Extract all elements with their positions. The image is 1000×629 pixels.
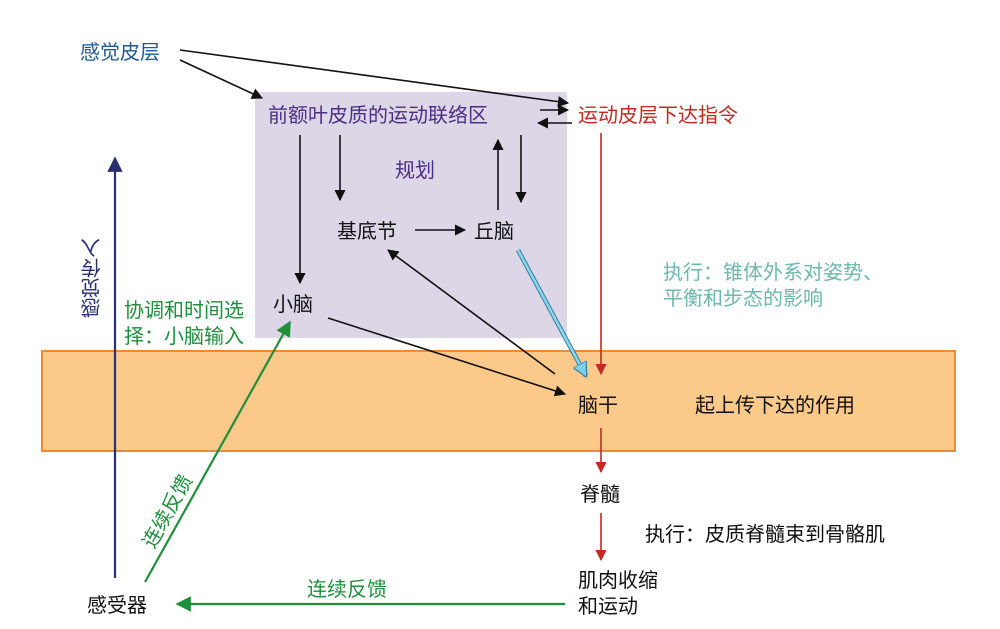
arrow-brainstem-to-basal-ganglia <box>387 249 556 375</box>
basal-ganglia-label: 基底节 <box>337 219 397 243</box>
thalamus-label: 丘脑 <box>474 219 514 243</box>
prefrontal-motor-association-label: 前额叶皮质的运动联络区 <box>268 103 488 127</box>
sensory-cortex-label: 感觉皮层 <box>80 40 160 64</box>
coordination-note-line1: 协调和时间选 <box>124 298 244 322</box>
continuous-feedback-bottom-label: 连续反馈 <box>307 577 387 601</box>
muscle-contraction-label-line2: 和运动 <box>578 594 638 618</box>
brainstem-role-label: 起上传下达的作用 <box>695 393 855 417</box>
arrow-cerebellum-to-brainstem <box>327 317 567 397</box>
brainstem-band <box>41 350 956 452</box>
extrapyramidal-note-line1: 执行：锥体外系对姿势、 <box>663 260 883 284</box>
brainstem-label: 脑干 <box>578 393 618 417</box>
planning-label: 规划 <box>395 158 435 182</box>
arrow-sensory-to-prefrontal <box>179 59 264 99</box>
cerebellum-label: 小脑 <box>273 292 313 316</box>
arrow-thalamus-to-brainstem <box>516 249 586 376</box>
receptor-label: 感受器 <box>87 593 147 617</box>
arrow-receptor-to-cerebellum <box>144 320 291 583</box>
sensory-afferent-label: 感觉传入 <box>80 238 104 318</box>
corticospinal-note: 执行：皮质脊髓束到骨骼肌 <box>645 522 885 546</box>
coordination-note-line2: 择：小脑输入 <box>124 324 244 348</box>
motor-cortex-command-label: 运动皮层下达指令 <box>578 103 738 127</box>
arrow-sensory-to-motor-cortex <box>179 49 570 108</box>
spinal-cord-label: 脊髓 <box>580 482 620 506</box>
planning-region <box>255 92 567 338</box>
muscle-contraction-label-line1: 肌肉收缩 <box>578 568 658 592</box>
extrapyramidal-note-line2: 平衡和步态的影响 <box>663 286 823 310</box>
